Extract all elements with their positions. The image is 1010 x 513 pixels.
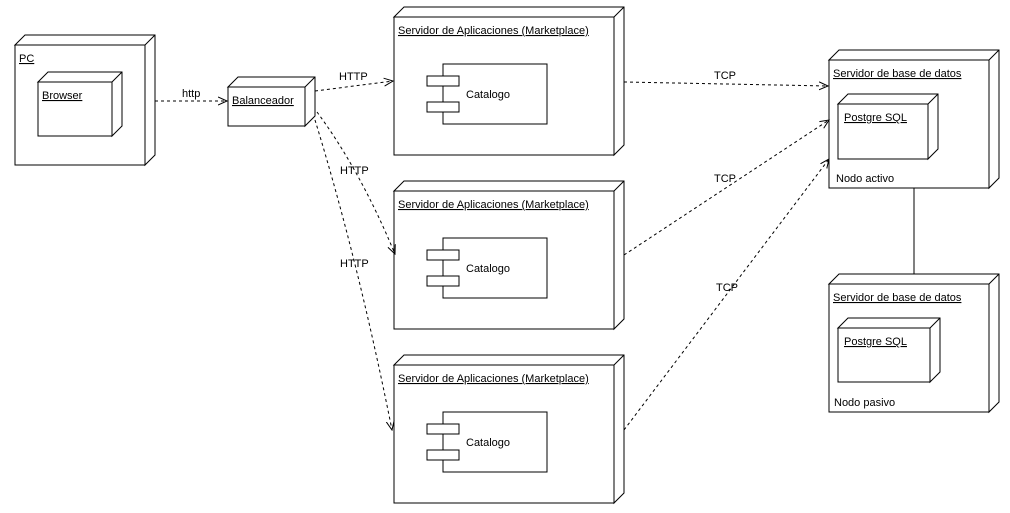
app-server-node: Servidor de Aplicaciones (Marketplace) C… [392, 180, 625, 331]
tcp-edge-app3-db [623, 159, 829, 431]
edge-label-http: HTTP [339, 71, 368, 83]
node-status-label: Nodo activo [836, 173, 894, 185]
db-server-passive-node: Servidor de base de datos Postgre SQL No… [827, 273, 1000, 414]
pc-label: PC [19, 53, 34, 65]
catalogo-component: Catalogo [426, 237, 548, 299]
postgres-label: Postgre SQL [844, 112, 907, 124]
node-status-label: Nodo pasivo [834, 397, 895, 409]
catalogo-component: Catalogo [426, 63, 548, 125]
app-server-title: Servidor de Aplicaciones (Marketplace) [398, 199, 589, 211]
balancer-node: Balanceador [226, 76, 316, 128]
app-server-title: Servidor de Aplicaciones (Marketplace) [398, 25, 589, 37]
app-server-node: Servidor de Aplicaciones (Marketplace) C… [392, 354, 625, 505]
edge-label-http: HTTP [340, 165, 369, 177]
catalogo-component: Catalogo [426, 411, 548, 473]
db-server-title: Servidor de base de datos [833, 68, 962, 80]
edge-label-tcp: TCP [714, 173, 736, 185]
postgres-node: Postgre SQL [836, 93, 939, 161]
db-server-active-node: Servidor de base de datos Postgre SQL No… [827, 49, 1000, 190]
http-edge-balancer-app3 [314, 119, 392, 430]
browser-label: Browser [42, 90, 83, 102]
component-label: Catalogo [466, 437, 510, 449]
tcp-edge-app2-db [623, 120, 829, 256]
balancer-label: Balanceador [232, 95, 294, 107]
postgres-label: Postgre SQL [844, 336, 907, 348]
edge-label-http: http [182, 88, 200, 100]
browser-node: Browser [36, 71, 123, 138]
edge-label-tcp: TCP [716, 282, 738, 294]
tcp-edge-app1-db [623, 82, 828, 86]
app-server-node: Servidor de Aplicaciones (Marketplace) C… [392, 6, 625, 157]
http-edge-balancer-app2 [316, 111, 395, 254]
component-label: Catalogo [466, 89, 510, 101]
app-server-title: Servidor de Aplicaciones (Marketplace) [398, 373, 589, 385]
postgres-node: Postgre SQL [836, 317, 941, 384]
db-server-title: Servidor de base de datos [833, 292, 962, 304]
http-edge-balancer-app1 [314, 81, 393, 92]
component-label: Catalogo [466, 263, 510, 275]
edge-label-http: HTTP [340, 258, 369, 270]
edge-label-tcp: TCP [714, 70, 736, 82]
